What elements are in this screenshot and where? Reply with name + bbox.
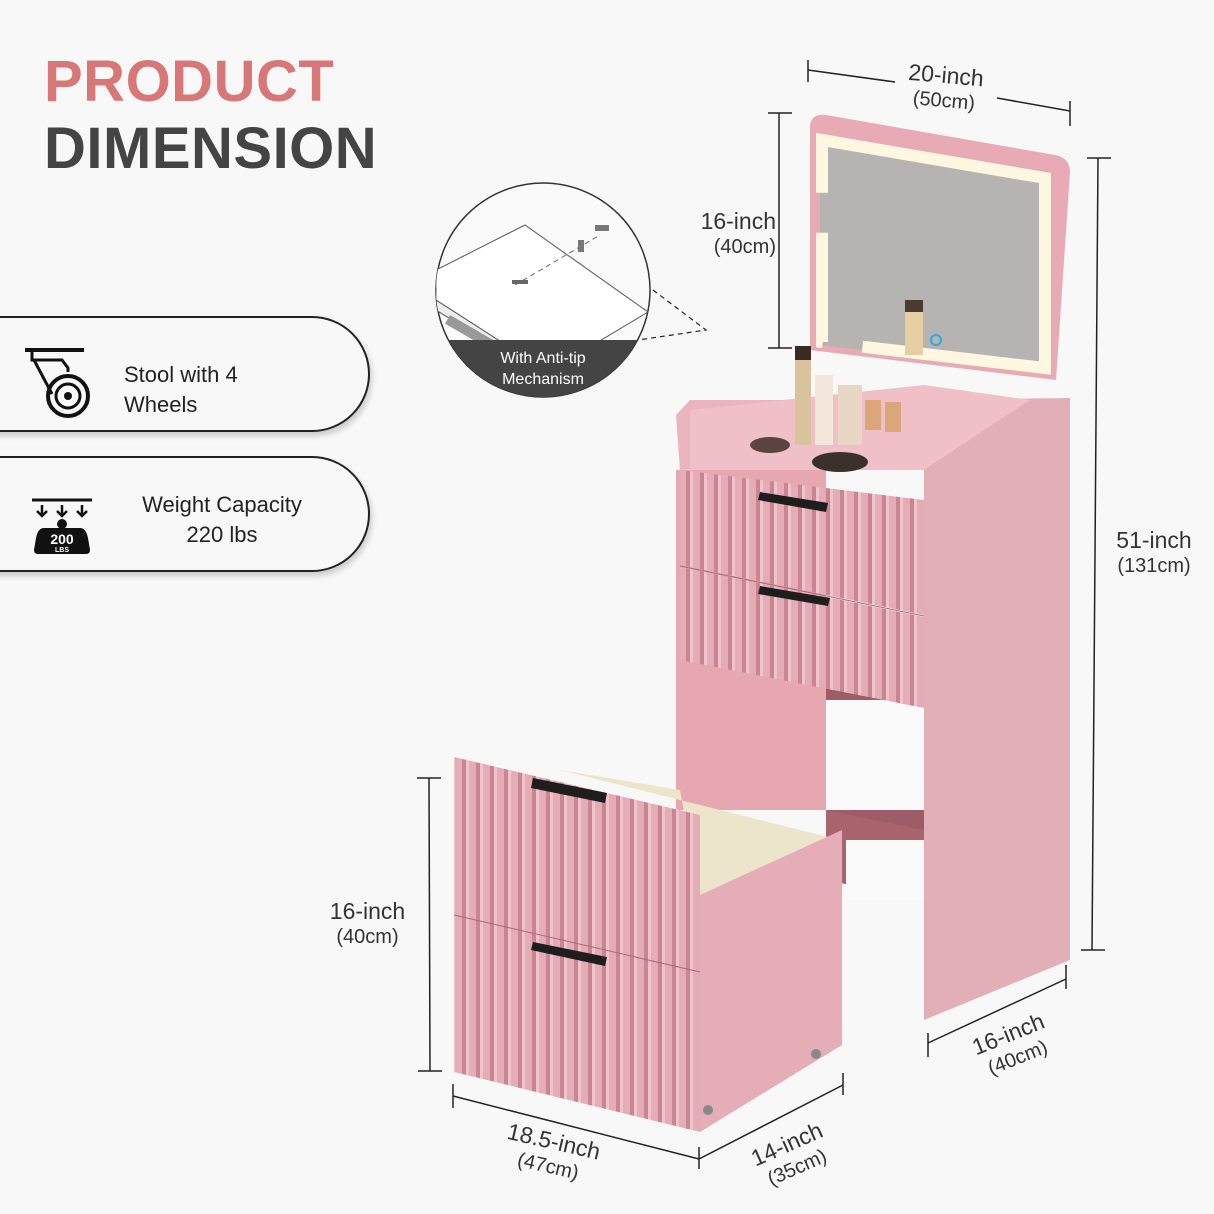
callout-label-2: Mechanism	[502, 371, 584, 388]
svg-text:LBS: LBS	[55, 547, 69, 554]
weight-label-line1: Weight Capacity	[142, 492, 302, 517]
svg-text:200: 200	[50, 531, 74, 547]
dim-vanity-width: 20-inch (50cm)	[907, 58, 985, 115]
anti-tip-callout: With Anti-tip Mechanism	[435, 182, 708, 398]
stool-handle-1	[531, 778, 607, 803]
cosmetics	[750, 300, 942, 472]
title-product: PRODUCT	[44, 49, 335, 114]
feature-weight: 200 LBS Weight Capacity 220 lbs	[0, 456, 370, 572]
stool-handle-2	[531, 942, 607, 966]
feature-wheels: Stool with 4 Wheels	[0, 316, 370, 432]
caster-wheel-icon	[25, 348, 90, 418]
drawer-handle-2	[758, 586, 830, 606]
dim-total-height: 51-inch (131cm)	[1116, 527, 1192, 577]
drawer-handle-1	[758, 492, 828, 512]
dim-stool-height: 16-inch (40cm)	[329, 898, 406, 948]
weight-label-line2: 220 lbs	[186, 522, 258, 547]
weight-icon: 200 LBS	[32, 498, 92, 554]
callout-label-1: With Anti-tip	[500, 350, 585, 367]
dim-mirror-height: 16-inch (40cm)	[700, 208, 776, 258]
title-dimension: DIMENSION	[44, 116, 378, 181]
dimension-lines	[417, 60, 1111, 1169]
feature-weight-label: Weight Capacity 220 lbs	[112, 490, 332, 550]
feature-wheels-label: Stool with 4 Wheels	[124, 362, 238, 417]
